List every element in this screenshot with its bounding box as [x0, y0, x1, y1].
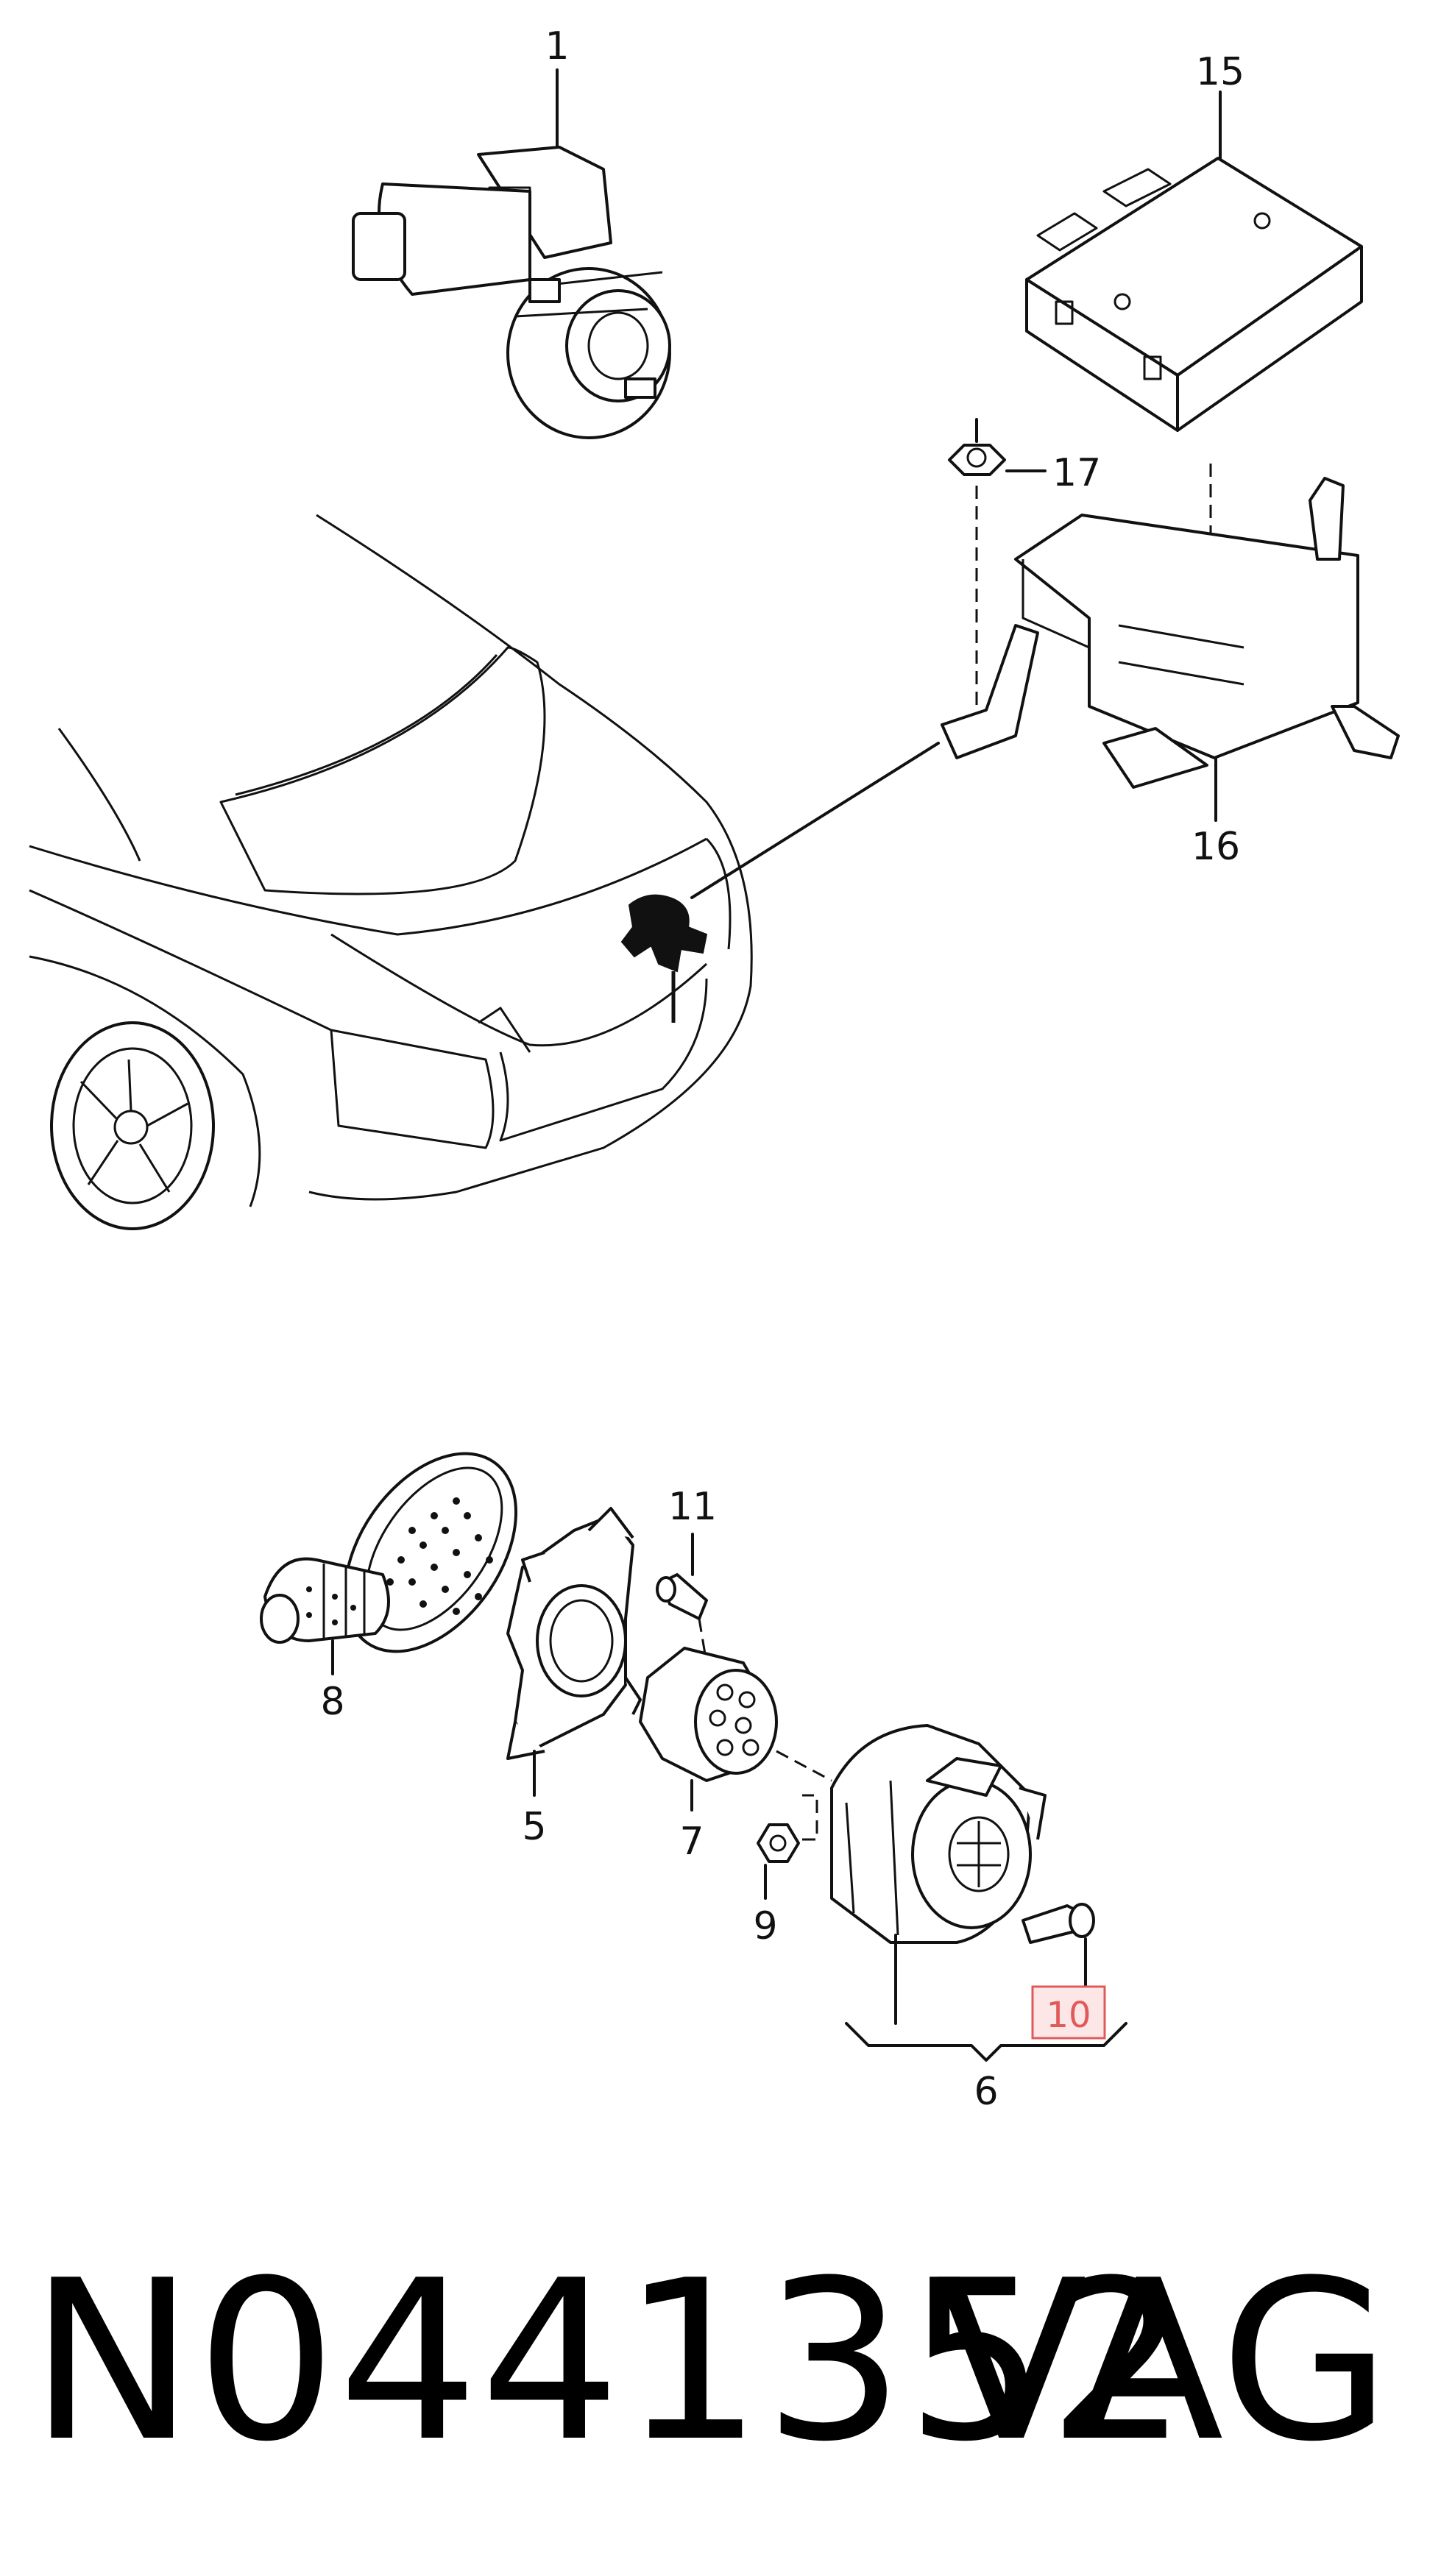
part-7-connector-insert[interactable] [639, 1647, 832, 1812]
part-number-text: N0441352 [29, 2233, 1190, 2490]
part-1-sensor[interactable] [352, 68, 671, 439]
callout-16: 16 [1192, 825, 1240, 869]
callout-5: 5 [522, 1805, 546, 1849]
callout-8: 8 [320, 1680, 344, 1724]
part-5-holder-ring[interactable] [506, 1507, 642, 1797]
part-9-nut[interactable] [757, 1794, 818, 1900]
part-6-socket-housing[interactable] [830, 1724, 1127, 2062]
callout-17: 17 [1052, 451, 1101, 495]
callout-10-highlight-box [1031, 1985, 1106, 2040]
leader-line [690, 742, 940, 899]
part-17-nut[interactable] [948, 418, 1047, 706]
parts-diagram: 1 15 17 16 [29, 24, 1400, 2114]
brand-text: VAG [935, 2233, 1391, 2490]
callout-7: 7 [679, 1820, 704, 1864]
callout-9: 9 [753, 1904, 777, 1948]
footer: N0441352 VAG [29, 2229, 1413, 2494]
callout-1: 1 [545, 24, 569, 68]
part-8-plug-with-cover[interactable] [260, 1422, 551, 1683]
part-15-control-unit[interactable] [1025, 91, 1363, 432]
callout-11: 11 [668, 1485, 717, 1529]
callout-15: 15 [1196, 50, 1244, 94]
part-16-bracket[interactable] [941, 464, 1400, 822]
callout-10[interactable]: 10 [1046, 1995, 1091, 2036]
location-marker-icon [620, 894, 708, 973]
part-11-pin[interactable] [656, 1533, 708, 1664]
callout-6: 6 [974, 2070, 998, 2114]
car-rear-view [29, 514, 753, 1230]
